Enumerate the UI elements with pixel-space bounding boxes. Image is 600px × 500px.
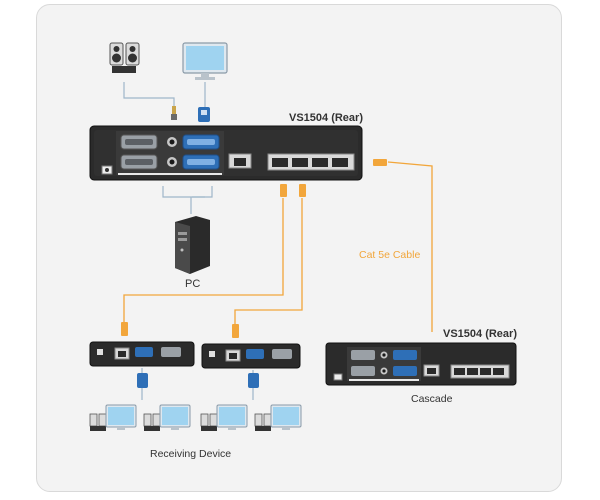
- vga-plug-icon: [137, 368, 148, 400]
- cascade-label: Cascade: [411, 393, 453, 405]
- rj45-plug-icons: [121, 159, 387, 338]
- cable-label: Cat 5e Cable: [359, 249, 420, 261]
- cascade-device: [325, 342, 517, 386]
- cascade-device-label: VS1504 (Rear): [443, 328, 517, 340]
- speakers-monitor-icon: [254, 404, 302, 431]
- cat5e-cables: [123, 161, 433, 332]
- pc-tower-icon: [175, 216, 210, 274]
- receiver-device-1: [89, 341, 195, 367]
- pc-wires: [162, 186, 213, 214]
- speakers-icon: [109, 42, 140, 73]
- pc-label: PC: [185, 278, 200, 290]
- vga-plug-icon: [198, 107, 210, 122]
- vga-plug-icon: [248, 370, 259, 400]
- speakers-monitor-icon: [143, 404, 191, 431]
- workstation-icons: [89, 404, 302, 431]
- audio-plug-icon: [171, 106, 177, 120]
- receiving-device-label: Receiving Device: [150, 448, 231, 460]
- main-device: [89, 125, 363, 181]
- monitor-icon: [182, 42, 228, 80]
- peripheral-wires: [123, 82, 206, 108]
- speakers-monitor-icon: [200, 404, 248, 431]
- speakers-monitor-icon: [89, 404, 137, 431]
- main-device-label: VS1504 (Rear): [289, 112, 363, 124]
- receiver-device-2: [201, 343, 301, 369]
